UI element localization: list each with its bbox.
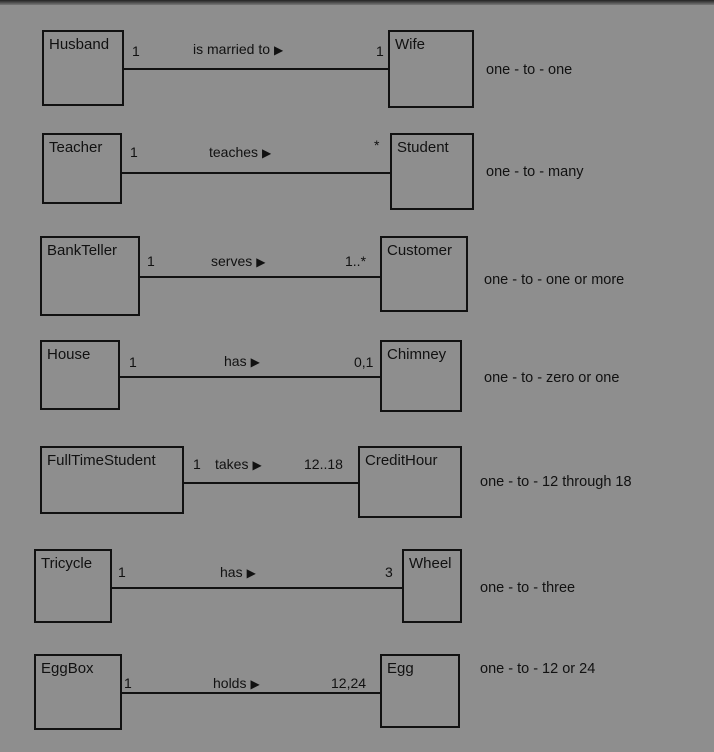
left-class-box: EggBox — [34, 654, 122, 730]
direction-arrow-icon: ▶ — [262, 146, 272, 160]
right-class-name: CreditHour — [365, 452, 438, 469]
right-class-box: Wife — [388, 30, 474, 108]
left-class-box: BankTeller — [40, 236, 140, 316]
association-label: serves▶ — [211, 253, 265, 269]
association-verb: holds — [213, 675, 247, 691]
right-class-box: Customer — [380, 236, 468, 312]
association-verb: teaches — [209, 144, 259, 160]
left-class-box: House — [40, 340, 120, 410]
right-multiplicity: 12..18 — [304, 456, 343, 472]
left-multiplicity: 1 — [147, 253, 155, 269]
association-verb: has — [224, 353, 247, 369]
association-verb: takes — [215, 456, 249, 472]
right-multiplicity: 1..* — [345, 253, 367, 269]
direction-arrow-icon: ▶ — [252, 458, 262, 472]
association-verb: is married to — [193, 41, 271, 57]
left-class-box: Teacher — [42, 133, 122, 204]
multiplicity-description: one - to - one — [486, 62, 573, 78]
multiplicity-description: one - to - 12 or 24 — [480, 661, 596, 677]
direction-arrow-icon: ▶ — [250, 677, 260, 691]
left-class-box: Tricycle — [34, 549, 112, 623]
association-verb: serves — [211, 253, 253, 269]
multiplicity-description: one - to - zero or one — [484, 370, 620, 386]
left-multiplicity: 1 — [129, 354, 137, 370]
right-multiplicity: 1 — [376, 43, 384, 59]
left-multiplicity: 1 — [193, 456, 201, 472]
left-class-name: Tricycle — [41, 555, 93, 572]
association-label: is married to▶ — [193, 41, 283, 57]
right-class-box: Chimney — [380, 340, 462, 412]
association-label: teaches▶ — [209, 144, 271, 160]
association-label: has▶ — [220, 564, 256, 580]
right-class-name: Wheel — [409, 555, 452, 572]
left-class-name: Teacher — [49, 139, 103, 156]
left-class-name: House — [47, 346, 91, 363]
top-edge-strip — [0, 0, 714, 5]
left-multiplicity: 1 — [130, 144, 138, 160]
right-multiplicity: 12,24 — [331, 675, 367, 691]
right-class-box: Wheel — [402, 549, 462, 623]
right-class-box: CreditHour — [358, 446, 462, 518]
left-multiplicity: 1 — [118, 564, 126, 580]
right-multiplicity: 3 — [385, 564, 393, 580]
right-class-box: Egg — [380, 654, 460, 728]
left-class-name: FullTimeStudent — [47, 452, 156, 469]
right-multiplicity: 0,1 — [354, 354, 374, 370]
direction-arrow-icon: ▶ — [246, 566, 256, 580]
association-verb: has — [220, 564, 243, 580]
left-class-name: BankTeller — [47, 242, 118, 259]
right-class-box: Student — [390, 133, 474, 210]
association-label: takes▶ — [215, 456, 262, 472]
right-class-name: Egg — [387, 660, 414, 677]
left-class-name: EggBox — [41, 660, 94, 677]
multiplicity-description: one - to - many — [486, 164, 584, 180]
direction-arrow-icon: ▶ — [250, 355, 260, 369]
left-class-name: Husband — [49, 36, 110, 53]
multiplicity-description: one - to - 12 through 18 — [480, 474, 632, 490]
multiplicity-description: one - to - three — [480, 580, 576, 596]
multiplicity-description: one - to - one or more — [484, 272, 625, 288]
right-class-name: Customer — [387, 242, 453, 259]
direction-arrow-icon: ▶ — [256, 255, 266, 269]
left-class-box: Husband — [42, 30, 124, 106]
right-class-name: Wife — [395, 36, 425, 53]
left-multiplicity: 1 — [132, 43, 140, 59]
right-class-name: Chimney — [387, 346, 447, 363]
association-label: holds▶ — [213, 675, 260, 691]
left-class-box: FullTimeStudent — [40, 446, 184, 514]
right-class-name: Student — [397, 139, 449, 156]
direction-arrow-icon: ▶ — [274, 43, 284, 57]
association-label: has▶ — [224, 353, 260, 369]
left-multiplicity: 1 — [124, 675, 132, 691]
right-multiplicity: * — [374, 137, 380, 153]
